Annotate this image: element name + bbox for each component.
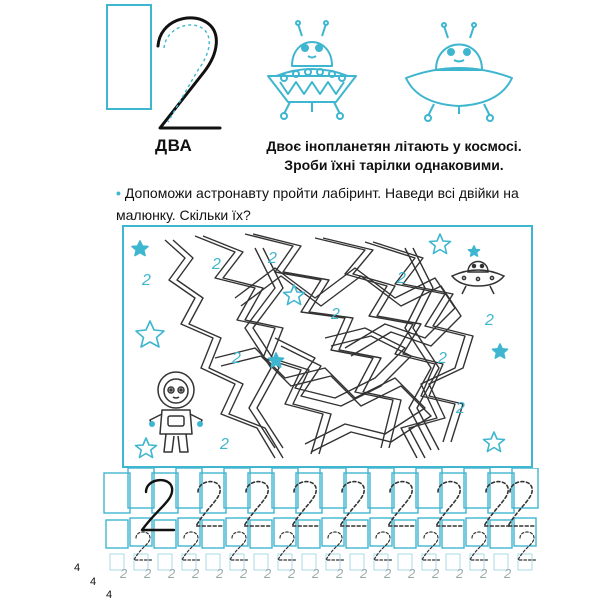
hidden-digit-two[interactable]: 2 [397, 270, 406, 287]
trace-digit-two: 2 [504, 566, 512, 581]
page-number: 4 [106, 589, 113, 601]
star-icon [428, 233, 452, 255]
ufo-icon [450, 260, 506, 295]
trace-digit-two: 2 [408, 566, 416, 581]
writing-practice-grid [103, 468, 539, 571]
bullet-icon: • [116, 185, 121, 201]
task1-line1: Двоє інопланетян літають у космосі. [266, 138, 522, 154]
star-icon [134, 437, 158, 459]
trace-digit-two: 2 [432, 566, 440, 581]
hidden-digit-two[interactable]: 2 [212, 256, 221, 273]
hidden-digit-two[interactable]: 2 [438, 350, 447, 367]
star-icon [131, 240, 149, 257]
task-instruction-ufo: Двоє інопланетян літають у космосі. Зроб… [244, 137, 544, 175]
hidden-digit-two[interactable]: 2 [485, 312, 494, 329]
task-instruction-maze: •Допоможи астронавту пройти лабіринт. На… [116, 182, 536, 226]
trace-digit-two: 2 [456, 566, 464, 581]
task2-text: Допоможи астронавту пройти лабіринт. Нав… [116, 185, 519, 223]
hidden-digit-two[interactable]: 2 [220, 436, 229, 453]
star-icon [482, 431, 506, 453]
maze-frame [122, 225, 533, 468]
hidden-digit-two[interactable]: 2 [232, 350, 241, 367]
page-number: 4 [90, 576, 97, 588]
small-trace-row: 2 2 2 2 2 2 2 2 2 2 2 2 2 2 2 2 2 [110, 566, 540, 586]
astronaut-icon [149, 371, 203, 453]
trace-digit-two: 2 [120, 566, 128, 581]
trace-digit-two: 2 [240, 566, 248, 581]
trace-digit-two: 2 [216, 566, 224, 581]
trace-digit-two: 2 [192, 566, 200, 581]
big-digit-two [156, 16, 222, 130]
hidden-digit-two[interactable]: 2 [456, 400, 465, 417]
trace-digit-two: 2 [360, 566, 368, 581]
trace-digit-two: 2 [384, 566, 392, 581]
star-icon [491, 343, 509, 359]
digit-word: ДВА [155, 136, 193, 155]
trace-digit-two: 2 [312, 566, 320, 581]
page-number: 4 [74, 562, 81, 574]
star-icon [267, 352, 285, 368]
hidden-digit-two[interactable]: 2 [331, 306, 340, 323]
star-icon [282, 284, 306, 306]
labyrinth [164, 233, 474, 459]
trace-digit-two: 2 [288, 566, 296, 581]
hidden-digit-two[interactable]: 2 [268, 250, 277, 267]
ufo-icon [267, 20, 357, 120]
task1-line2: Зроби їхні тарілки однаковими. [284, 157, 504, 173]
digit-tracing-box [106, 4, 152, 110]
star-icon [467, 245, 481, 257]
ufo-icon [405, 22, 513, 122]
trace-digit-two: 2 [264, 566, 272, 581]
trace-digit-two: 2 [480, 566, 488, 581]
trace-digit-two: 2 [144, 566, 152, 581]
star-icon [135, 320, 165, 348]
hidden-digit-two[interactable]: 2 [142, 272, 151, 289]
trace-digit-two: 2 [336, 566, 344, 581]
example-digit-two [140, 479, 176, 532]
trace-digit-two: 2 [168, 566, 176, 581]
